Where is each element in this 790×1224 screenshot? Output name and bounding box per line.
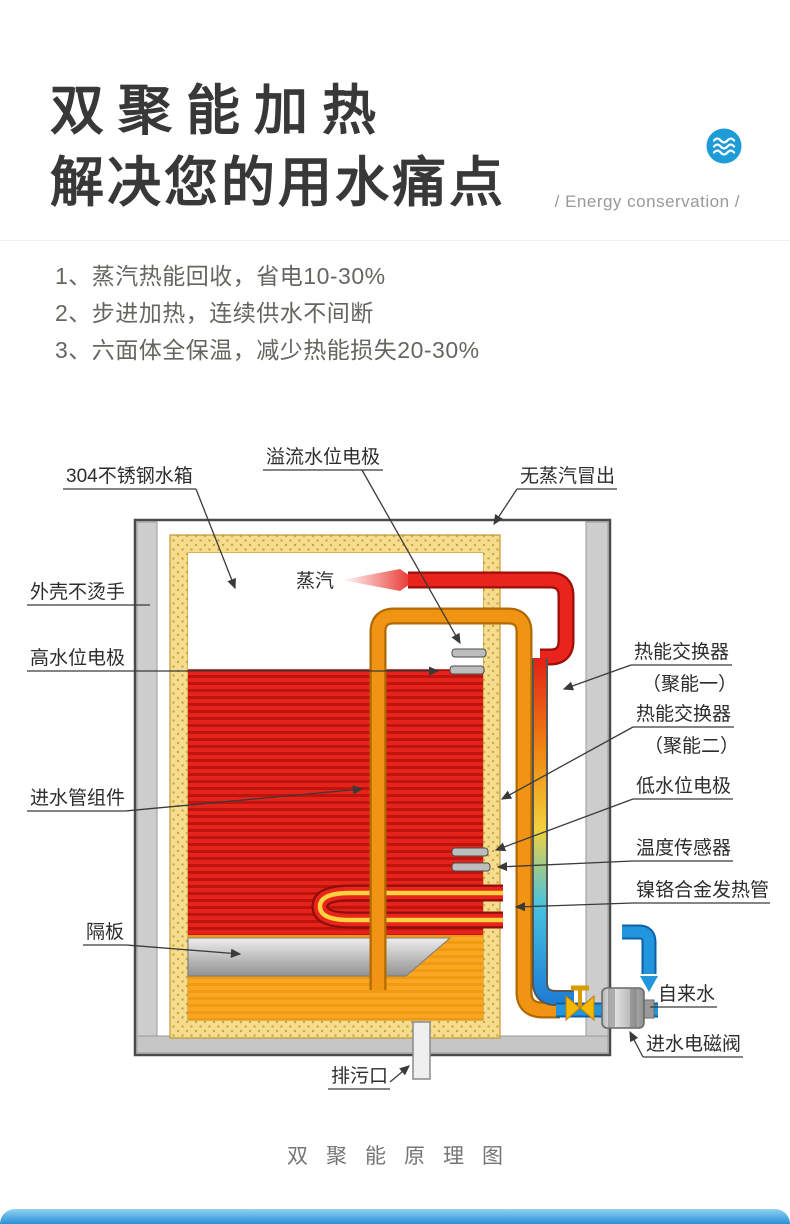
- solenoid-band: [630, 988, 637, 1028]
- label-tank-text: 304不锈钢水箱: [66, 465, 193, 487]
- water-wave-icon: [705, 127, 743, 165]
- steam-pipe: [408, 571, 575, 666]
- pointer-line: [389, 1065, 410, 1083]
- electrodes: [449, 648, 491, 872]
- label-temp-sensor-text: 温度传感器: [636, 837, 731, 859]
- label-drain: 排污口: [328, 1065, 410, 1090]
- heating-tube-core: [317, 890, 503, 923]
- low-water-electrode: [451, 847, 489, 857]
- label-tank: 304不锈钢水箱: [63, 465, 236, 590]
- overflow-electrode: [451, 648, 487, 658]
- feature-item-2: 2、步进加热，连续供水不间断: [55, 300, 374, 326]
- diagram-caption: 双聚能原理图: [287, 1145, 521, 1168]
- label-inlet-pipe: 进水管组件: [27, 785, 364, 812]
- icon-circle: [706, 128, 742, 164]
- label-heat-exchanger-2: 热能交换器 （聚能二）: [500, 703, 739, 800]
- wave-line: [712, 137, 736, 144]
- subtitle-energy-conservation: / Energy conservation /: [554, 192, 740, 211]
- feature-list: 1、蒸汽热能回收，省电10-30% 2、步进加热，连续供水不间断 3、六面体全保…: [55, 258, 480, 369]
- label-steam: 蒸汽: [296, 570, 334, 592]
- pointer-line: [562, 664, 632, 691]
- label-hx1-sub-text: （聚能一）: [642, 673, 737, 695]
- label-high-electrode: 高水位电极: [27, 647, 440, 676]
- valve-body: [579, 994, 595, 1022]
- pointer-line: [500, 726, 634, 800]
- label-solenoid-text: 进水电磁阀: [646, 1033, 741, 1055]
- label-hx1-text: 热能交换器: [634, 641, 729, 663]
- page-title-line1: 双聚能加热: [50, 81, 390, 141]
- pointer-line: [125, 944, 242, 958]
- label-drain-text: 排污口: [331, 1065, 388, 1087]
- page-title-line2: 解决您的用水痛点: [50, 153, 506, 213]
- shell-right-wall: [585, 521, 609, 1054]
- label-hx2-sub-text: （聚能二）: [644, 735, 739, 757]
- label-solenoid: 进水电磁阀: [629, 1030, 743, 1058]
- label-overflow-text: 溢流水位电极: [266, 446, 380, 468]
- pointer-line: [514, 902, 634, 912]
- label-high-electrode-text: 高水位电极: [30, 647, 125, 669]
- label-no-steam: 无蒸汽冒出: [493, 465, 617, 526]
- solenoid-band: [608, 988, 615, 1028]
- label-shell: 外壳不烫手: [27, 581, 150, 606]
- pointer-line: [195, 488, 236, 590]
- solenoid-valve: [601, 987, 655, 1029]
- pointer-line: [493, 488, 518, 526]
- inlet-valve: [565, 985, 595, 1022]
- principle-diagram: 304不锈钢水箱 溢流水位电极 无蒸汽冒出 外壳不烫手 蒸汽 高水位电极: [27, 446, 770, 1090]
- pointer-line: [494, 798, 634, 852]
- label-inlet-pipe-text: 进水管组件: [30, 787, 125, 809]
- inlet-pipe: [369, 607, 560, 1019]
- pointer-line: [361, 469, 461, 645]
- tap-water-arrow: [640, 976, 658, 992]
- steam-flow-arrow: [342, 569, 416, 591]
- label-baffle-text: 隔板: [86, 921, 124, 943]
- inlet-pipe-body: [371, 609, 560, 1017]
- label-heater: 镍铬合金发热管: [514, 879, 770, 912]
- heat-exchanger-pipe: [532, 658, 574, 1006]
- temperature-sensor: [451, 862, 491, 872]
- label-overflow-electrode: 溢流水位电极: [263, 446, 461, 645]
- label-baffle: 隔板: [83, 921, 242, 958]
- label-heater-text: 镍铬合金发热管: [636, 879, 769, 901]
- label-shell-text: 外壳不烫手: [30, 581, 125, 603]
- label-no-steam-text: 无蒸汽冒出: [520, 465, 615, 487]
- drain-pipe: [412, 1021, 431, 1080]
- label-tap-water-text: 自来水: [658, 983, 715, 1005]
- feature-item-1: 1、蒸汽热能回收，省电10-30%: [55, 263, 386, 289]
- label-hx2-text: 热能交换器: [636, 703, 731, 725]
- heating-tube: [311, 884, 503, 929]
- pointer-line: [629, 1030, 644, 1058]
- tap-elbow-body: [622, 926, 655, 974]
- wave-line: [712, 143, 736, 150]
- pointer-line: [496, 860, 634, 872]
- feature-item-3: 3、六面体全保温，减少热能损失20-30%: [55, 337, 480, 363]
- hx-pipe-body: [534, 658, 574, 1004]
- next-section-edge: [0, 1209, 790, 1224]
- label-low-electrode: 低水位电极: [494, 775, 733, 852]
- baffle-plate: [187, 937, 452, 977]
- label-steam-text: 蒸汽: [296, 570, 334, 592]
- valve-body: [565, 994, 581, 1022]
- solenoid-nub: [643, 999, 655, 1019]
- label-tap-water: 自来水: [650, 983, 717, 1008]
- wave-line: [712, 149, 736, 156]
- shell-left-wall: [136, 521, 158, 1054]
- label-heat-exchanger-1: 热能交换器 （聚能一）: [562, 641, 737, 695]
- steam-pipe-body: [408, 573, 573, 664]
- label-low-electrode-text: 低水位电极: [636, 775, 731, 797]
- header-divider: [0, 240, 790, 241]
- label-temp-sensor: 温度传感器: [496, 837, 733, 872]
- high-water-electrode: [449, 665, 485, 675]
- pointer-line: [124, 785, 364, 812]
